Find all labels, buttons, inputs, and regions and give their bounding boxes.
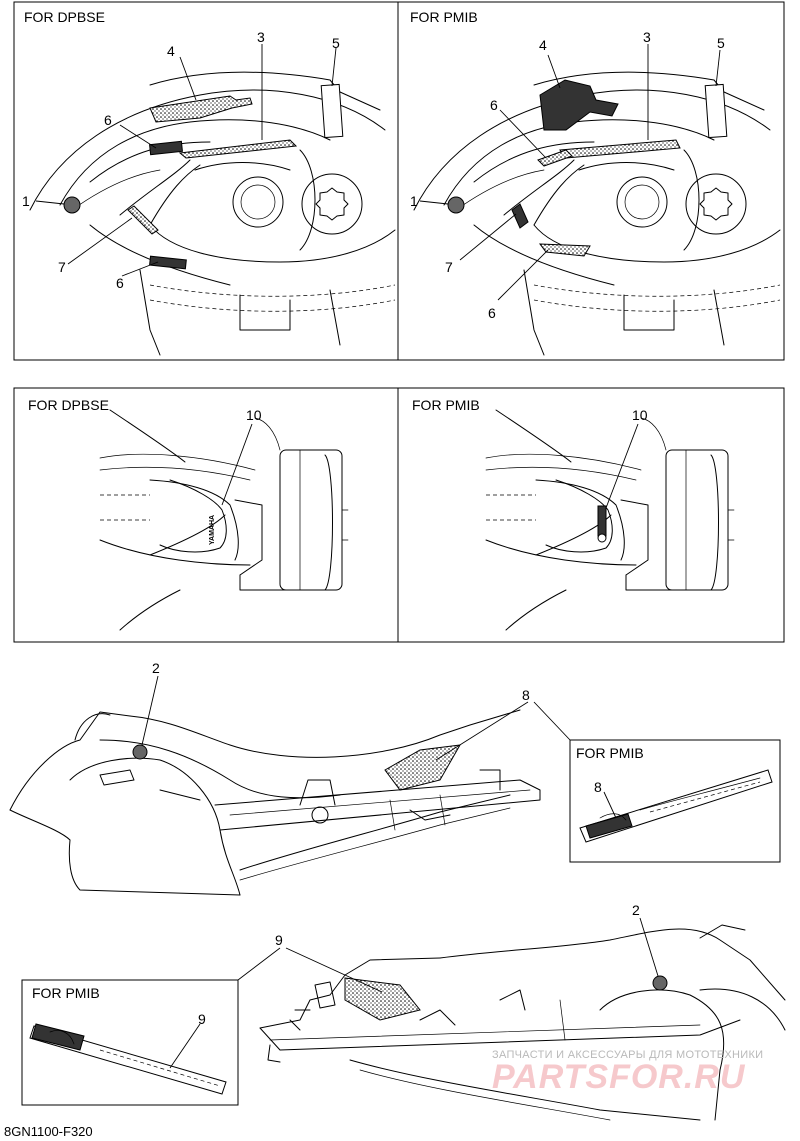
callout-10: 10 (632, 407, 648, 423)
emblem-part-2 (132, 744, 148, 760)
callout-7: 7 (445, 259, 453, 275)
emblem-part-1 (63, 196, 81, 214)
emblem-part-1 (447, 196, 465, 214)
yamaha-decal-text: YAMAHA (209, 515, 216, 545)
callout-6-upper: 6 (490, 97, 498, 113)
callout-2: 2 (632, 902, 640, 918)
inset-pmib-8: FOR PMIB 8 (569, 739, 781, 863)
callout-6-lower: 6 (116, 275, 124, 291)
callout-1: 1 (22, 193, 30, 209)
decal-part-7 (127, 205, 159, 235)
callout-6-lower: 6 (488, 305, 496, 321)
side-view-right: 2 9 FOR PMIB 9 (21, 902, 786, 1121)
decal-part-3 (178, 139, 298, 159)
callout-4: 4 (167, 43, 175, 59)
decal-part-6-upper (149, 140, 183, 156)
decal-part-10: YAMAHA (209, 515, 216, 545)
inset-title: FOR PMIB (576, 745, 644, 761)
panel-title: FOR PMIB (412, 397, 480, 413)
panel-top-right: FOR PMIB 1 4 (397, 1, 785, 361)
callout-10: 10 (246, 407, 262, 423)
decal-part-7 (511, 203, 529, 229)
callout-6-upper: 6 (104, 112, 112, 128)
watermark-tagline: ЗАПЧАСТИ И АКСЕССУАРЫ ДЛЯ МОТОТЕХНИКИ (492, 1049, 763, 1061)
decal-part-5 (704, 83, 728, 139)
callout-7: 7 (58, 259, 66, 275)
callout-4: 4 (539, 37, 547, 53)
panel-title: FOR DPBSE (24, 9, 105, 25)
emblem-part-2 (652, 975, 668, 991)
callout-8: 8 (522, 687, 530, 703)
inset-pmib-9: FOR PMIB 9 (21, 979, 239, 1106)
callout-9: 9 (275, 932, 283, 948)
decal-part-6-lower (149, 255, 187, 270)
panel-top-left: FOR DPBSE (13, 1, 399, 361)
side-view-left: 2 8 FOR PMIB 8 (9, 660, 781, 896)
watermark-logo: PARTSFOR.RU (492, 1058, 746, 1096)
decal-part-10 (597, 505, 607, 543)
inset-callout-8: 8 (594, 779, 602, 795)
callout-5: 5 (332, 35, 340, 51)
decal-part-4 (539, 79, 619, 131)
inset-callout-9: 9 (198, 1011, 206, 1027)
panel-title: FOR DPBSE (28, 397, 109, 413)
decal-part-4 (149, 95, 253, 123)
inset-title: FOR PMIB (32, 985, 100, 1001)
decal-part-6-lower (538, 243, 591, 257)
decal-part-9 (344, 977, 421, 1021)
decal-part-5 (320, 83, 344, 139)
decal-part-6-upper (537, 149, 573, 167)
callout-5: 5 (717, 35, 725, 51)
callout-2: 2 (152, 660, 160, 676)
panel-title: FOR PMIB (410, 9, 478, 25)
diagram-code: 8GN1100-F320 (4, 1124, 93, 1139)
panel-mid-left: FOR DPBSE YAMAHA 10 (13, 387, 399, 643)
callout-3: 3 (257, 29, 265, 45)
callout-1: 1 (410, 193, 418, 209)
panel-mid-right: FOR PMIB 10 (397, 387, 785, 643)
callout-3: 3 (643, 29, 651, 45)
